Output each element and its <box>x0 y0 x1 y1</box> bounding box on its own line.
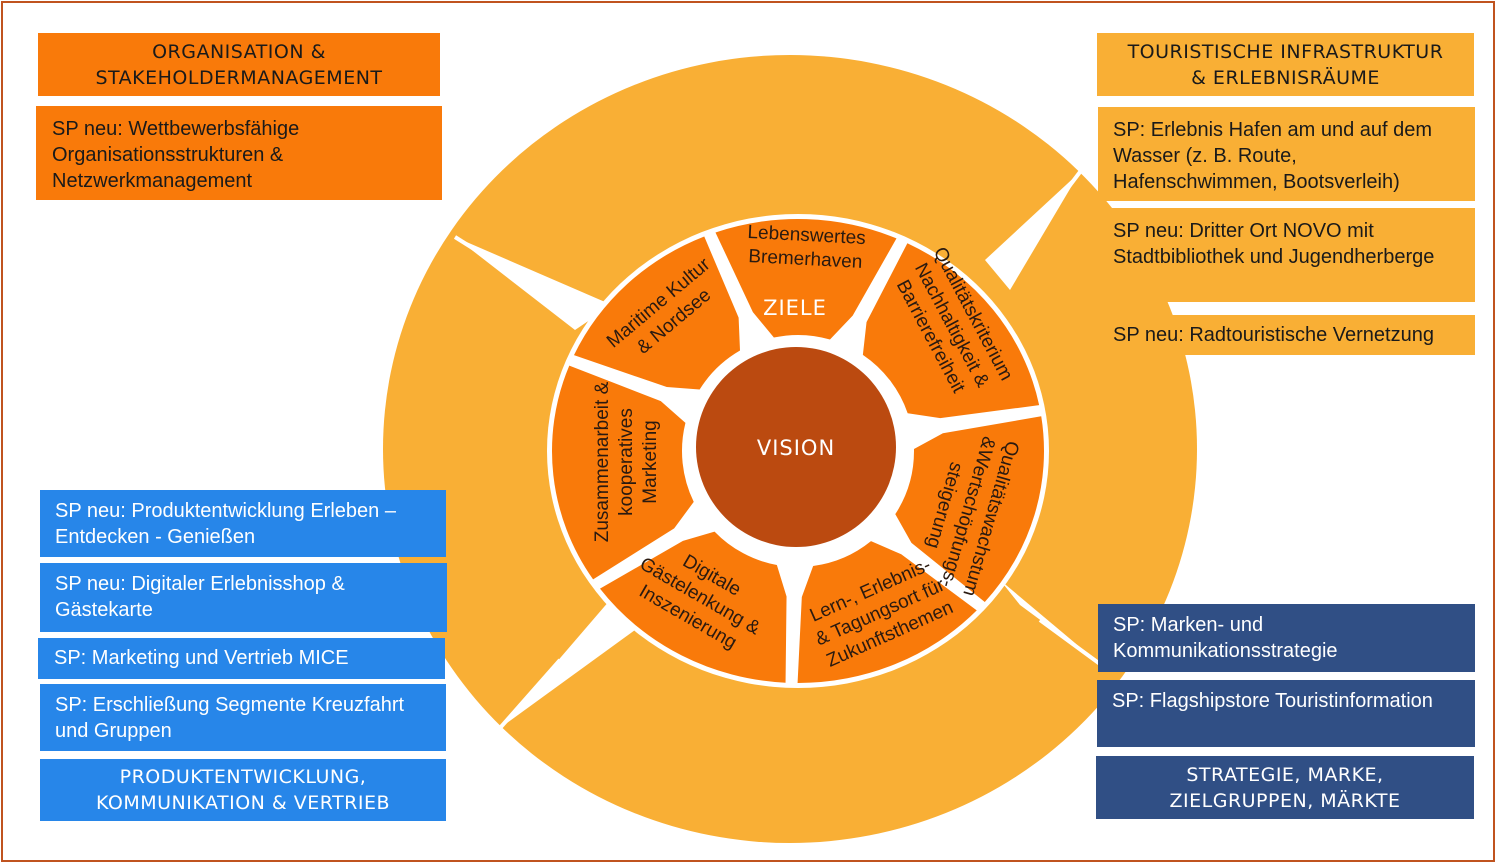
strategie-heading-line-2: ZIELGRUPPEN, MÄRKTE <box>1169 789 1401 812</box>
organisation-item: SP neu: Wettbewerbsfähige Organisationss… <box>36 106 442 200</box>
separator-upper-left-line <box>453 235 522 280</box>
segment-lebenswertes <box>715 219 897 340</box>
segment-qualitaetswachstum <box>895 416 1044 602</box>
produktentwicklung-heading: PRODUKTENTWICKLUNG, KOMMUNIKATION & VERT… <box>40 759 446 821</box>
infrastruktur-item: SP: Erlebnis Hafen am und auf dem Wasser… <box>1098 107 1475 201</box>
organisation-heading: ORGANISATION & STAKEHOLDERMANAGEMENT <box>38 33 440 96</box>
infrastruktur-heading-line-2: & ERLEBNISRÄUME <box>1191 66 1380 89</box>
ziel-label-line: Zusammenarbeit & <box>592 381 613 542</box>
produktentwicklung-heading-line-2: KOMMUNIKATION & VERTRIEB <box>95 792 391 814</box>
ziel-label-line: Marketing <box>640 420 661 503</box>
segment-qualitaetskriterium <box>862 243 1040 419</box>
segment-lern-erlebnisort <box>797 541 977 683</box>
ziele-label: ZIELE <box>763 296 827 320</box>
strategie-heading: STRATEGIE, MARKE, ZIELGRUPPEN, MÄRKTE <box>1096 756 1474 819</box>
strategie-item: SP: Flagshipstore Touristinformation <box>1097 680 1475 747</box>
vision-label: VISION <box>757 436 835 460</box>
infrastruktur-heading-line-1: TOURISTISCHE INFRASTRUKTUR <box>1127 40 1444 63</box>
produktentwicklung-item: SP neu: Digitaler Erlebnisshop & Gästeka… <box>40 563 447 632</box>
infrastruktur-item: SP neu: Dritter Ort NOVO mit Stadtbiblio… <box>1098 208 1475 302</box>
produktentwicklung-item: SP neu: Produktentwicklung Erleben – Ent… <box>40 490 446 557</box>
separator-lower-left <box>500 600 635 728</box>
strategie-heading-line-1: STRATEGIE, MARKE, <box>1186 763 1384 786</box>
vision-circle <box>696 347 896 547</box>
infrastruktur-heading: TOURISTISCHE INFRASTRUKTUR & ERLEBNISRÄU… <box>1097 33 1474 96</box>
organisation-heading-line-2: STAKEHOLDERMANAGEMENT <box>95 66 383 89</box>
produktentwicklung-item: SP: Erschließung Segmente Kreuzfahrt und… <box>40 684 446 751</box>
segment-zusammenarbeit <box>552 365 694 580</box>
segment-maritime-kultur <box>573 236 740 390</box>
produktentwicklung-item: SP: Marketing und Vertrieb MICE <box>38 638 445 679</box>
segment-digitale-gaestelenkung <box>599 531 787 683</box>
separator-upper-right-line <box>1028 170 1082 240</box>
ziel-label-line: kooperatives <box>616 408 637 516</box>
separator-lower-right <box>1000 580 1100 664</box>
strategie-item: SP: Marken- und Kommunikationsstrategie <box>1098 604 1475 672</box>
vision-center: VISION <box>692 343 900 551</box>
organisation-heading-line-1: ORGANISATION & <box>152 40 326 63</box>
separator-lower-right-line <box>1038 618 1102 666</box>
produktentwicklung-heading-line-1: PRODUKTENTWICKLUNG, <box>119 766 367 788</box>
infrastruktur-item: SP neu: Radtouristische Vernetzung <box>1098 315 1475 355</box>
separator-lower-left-line <box>498 658 562 730</box>
